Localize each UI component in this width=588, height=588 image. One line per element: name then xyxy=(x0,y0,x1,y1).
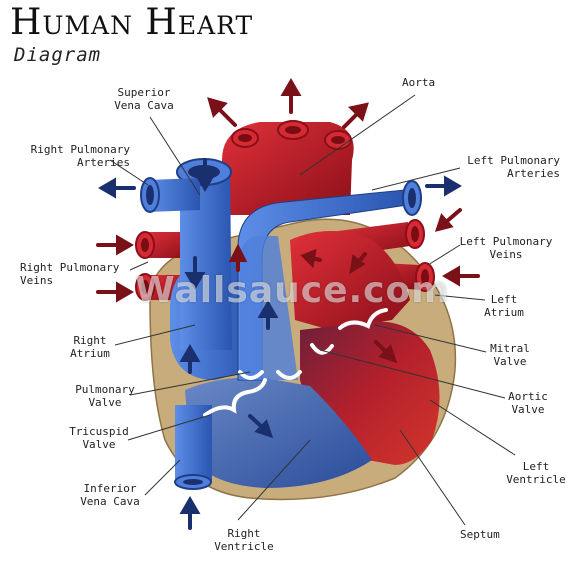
tricuspid-valve-shape xyxy=(203,378,267,417)
right-ventricle xyxy=(185,377,372,488)
label-septum: Septum xyxy=(460,528,500,541)
left-atrium xyxy=(290,231,410,330)
inferior-vena-cava-vessel xyxy=(174,405,212,490)
aortic-valve-shape xyxy=(310,343,334,355)
page-title: Human Heart xyxy=(10,2,254,43)
flow-arrows xyxy=(96,78,480,530)
right-pulmonary-veins-vessel xyxy=(135,231,190,301)
label-aorta: Aorta xyxy=(402,76,436,89)
aorta-vessel xyxy=(222,120,354,215)
mitral-valve-shape xyxy=(338,308,388,330)
watermark: Wallsauce.com xyxy=(135,270,450,311)
page-subtitle: Diagram xyxy=(14,44,102,66)
leader-lines xyxy=(109,94,516,526)
